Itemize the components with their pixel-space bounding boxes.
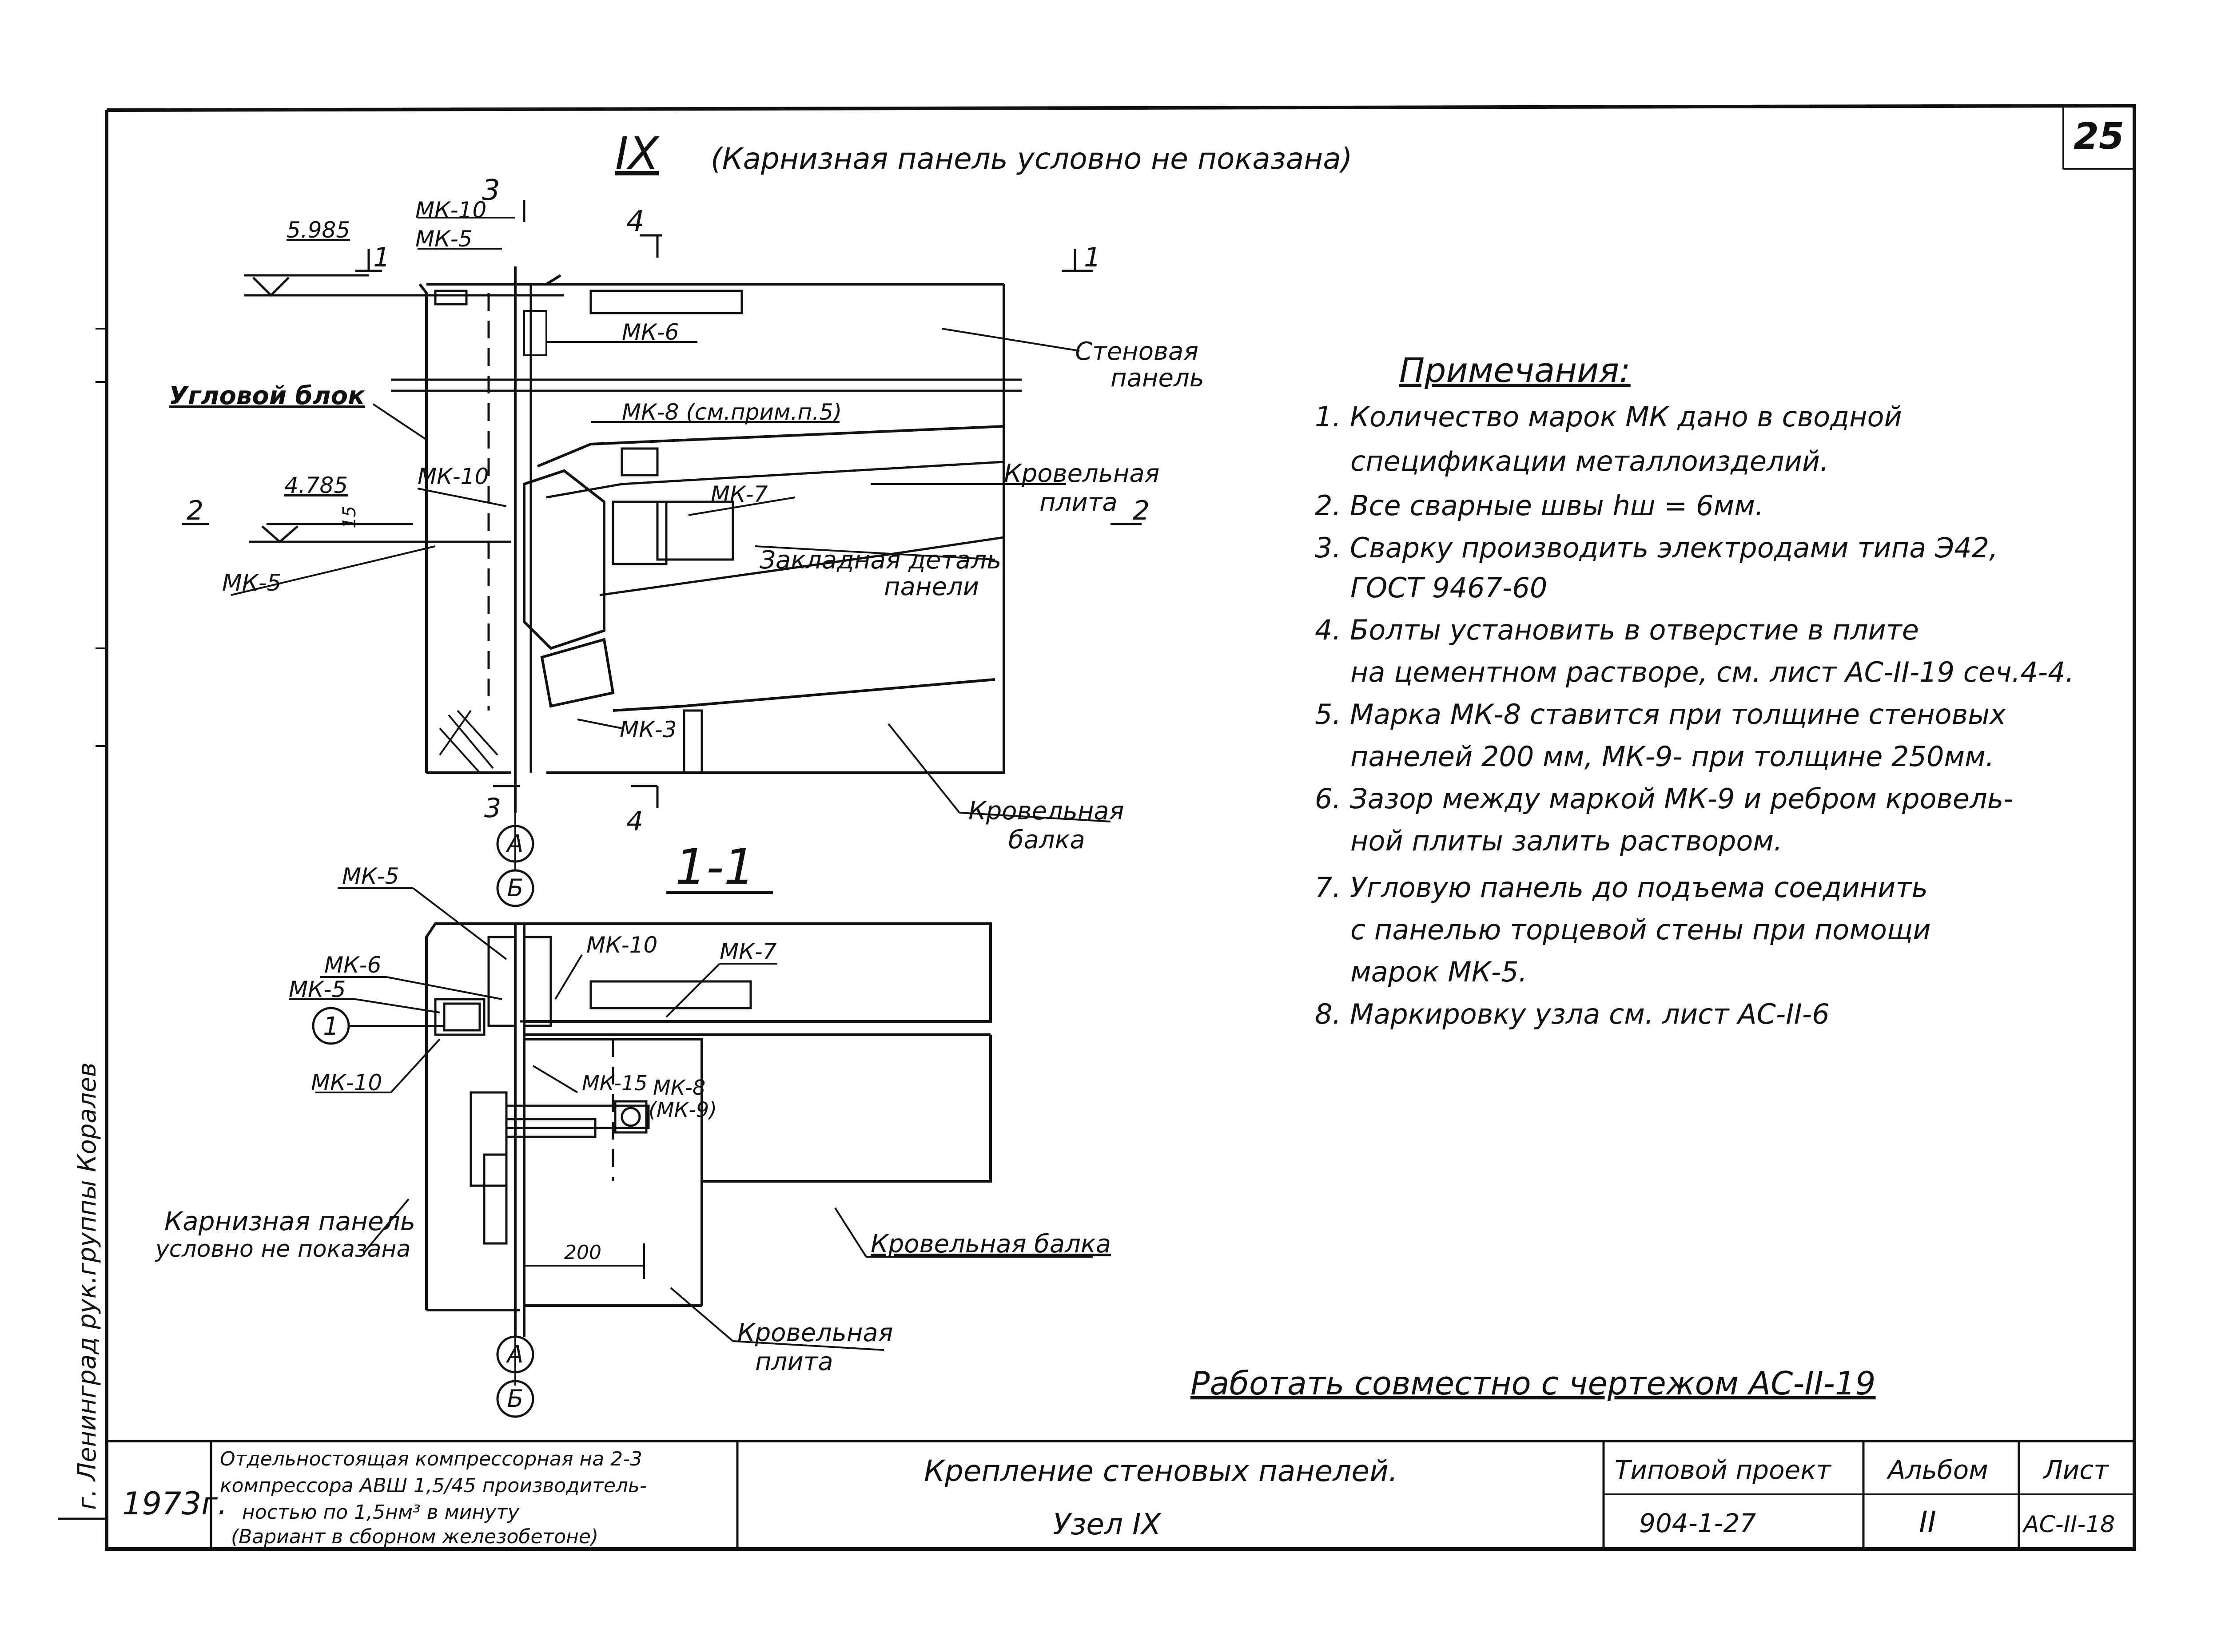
sheet-corner-number: 25 xyxy=(2074,115,2124,158)
title-year: 1973г. xyxy=(122,1485,227,1522)
note-line: ной плиты залить раствором. xyxy=(1350,825,1783,857)
axis-b-bottom: Б xyxy=(507,1385,523,1413)
label-mk5-b: МК-5 xyxy=(222,570,282,596)
elev-top: 5.985 xyxy=(287,217,350,243)
sec-label-mk5-a: МК-5 xyxy=(342,863,399,889)
note-line: марок МК-5. xyxy=(1350,956,1527,988)
note-line: на цементном растворе, см. лист АС-II-19… xyxy=(1350,656,2074,688)
section-title: 1-1 xyxy=(675,838,755,895)
section-mark-3-bottom: 3 xyxy=(484,793,501,824)
note-line: с панелью торцевой стены при помощи xyxy=(1350,913,1931,946)
typ-project-label: Типовой проект xyxy=(1615,1455,1832,1485)
album-value: II xyxy=(1919,1505,1936,1539)
dim-15: 15 xyxy=(339,506,360,528)
label-roof-beam-1: Кровельная xyxy=(968,797,1124,826)
label-corner-block: Угловой блок xyxy=(169,381,366,410)
section-mark-1-right: 1 xyxy=(1084,242,1101,273)
label-roof-slab-2: плита xyxy=(1039,488,1118,517)
section-1-1-detail xyxy=(289,887,1093,1418)
note-line: 3. Сварку производить электродами типа Э… xyxy=(1315,532,1998,564)
sec-label-mk9: (МК-9) xyxy=(649,1098,717,1122)
sec-label-mk5-b: МК-5 xyxy=(289,977,346,1002)
typ-project-value: 904-1-27 xyxy=(1639,1508,1756,1538)
view-roman-numeral: IX xyxy=(615,127,660,179)
note-line: 7. Угловую панель до подъема соединить xyxy=(1315,871,1928,904)
note-line: 2. Все сварные швы hш = 6мм. xyxy=(1315,489,1764,522)
note-line: 8. Маркировку узла см. лист АС-II-6 xyxy=(1315,998,1830,1030)
label-roof-beam-2: балка xyxy=(1008,826,1085,854)
sec-label-mk15: МК-15 xyxy=(582,1071,647,1095)
view-caption: (Карнизная панель условно не показана) xyxy=(711,142,1353,176)
note-line: 6. Зазор между маркой МК-9 и ребром кров… xyxy=(1315,782,2014,815)
title-name-line1: Крепление стеновых панелей. xyxy=(924,1454,1398,1488)
sec-label-mk8: МК-8 xyxy=(653,1076,705,1100)
label-roof-slab-1: Кровельная xyxy=(1004,459,1159,488)
label-wall-panel-1: Стеновая xyxy=(1075,337,1198,366)
label-embed-2: панели xyxy=(884,572,979,601)
label-wall-panel-2: панель xyxy=(1110,364,1204,393)
title-desc-line: (Вариант в сборном железобетоне) xyxy=(231,1525,598,1548)
work-with-note: Работать совместно с чертежом АС-II-19 xyxy=(1190,1365,1875,1402)
title-desc-line: компрессора АВШ 1,5/45 производитель- xyxy=(220,1474,647,1497)
axis-b-top: Б xyxy=(507,874,523,902)
label-mk6: МК-6 xyxy=(622,319,679,345)
notes-list: 1. Количество марок МК дано в сводной сп… xyxy=(1315,401,2074,1030)
sec-label-mk10-a: МК-10 xyxy=(586,932,657,958)
elev-mid: 4.785 xyxy=(284,473,348,498)
sheet-label: Лист xyxy=(2042,1455,2110,1485)
node-ix-detail xyxy=(182,200,1142,907)
note-line: спецификации металлоизделий. xyxy=(1350,445,1829,477)
title-desc-line: ностью по 1,5нм³ в минуту xyxy=(242,1501,520,1524)
label-mk10-b: МК-10 xyxy=(418,464,489,489)
label-embed-1: Закладная деталь xyxy=(760,546,1001,575)
sec-label-cornice-1: Карнизная панель xyxy=(164,1206,415,1236)
label-mk7: МК-7 xyxy=(711,481,768,507)
sheet-value: АС-II-18 xyxy=(2022,1511,2115,1538)
sec-label-mk6: МК-6 xyxy=(324,952,382,978)
sec-circle-1: 1 xyxy=(323,1012,339,1041)
note-line: 1. Количество марок МК дано в сводной xyxy=(1315,401,1902,433)
section-mark-2-right: 2 xyxy=(1133,495,1150,526)
title-name-line2: Узел IX xyxy=(1053,1507,1162,1541)
label-mk8-note: МК-8 (см.прим.п.5) xyxy=(622,399,842,425)
label-mk3: МК-3 xyxy=(620,717,677,743)
hatch-mark xyxy=(439,710,498,774)
notes-title: Примечания: xyxy=(1399,350,1631,390)
sec-label-roof-slab-1: Кровельная xyxy=(737,1318,893,1347)
title-block xyxy=(210,1441,2134,1549)
sec-label-mk7: МК-7 xyxy=(720,939,777,965)
side-strip-text: г. Ленинград рук.группы Коралев xyxy=(73,1062,102,1510)
section-mark-4-top: 4 xyxy=(626,205,645,238)
label-mk5-a: МК-5 xyxy=(415,226,473,252)
album-label: Альбом xyxy=(1886,1455,1988,1485)
axis-a-bottom: А xyxy=(506,1340,524,1368)
sec-label-roof-beam: Кровельная балка xyxy=(871,1230,1111,1259)
section-mark-1-left: 1 xyxy=(373,242,390,273)
section-mark-3-top: 3 xyxy=(482,174,500,207)
section-mark-4-bottom: 4 xyxy=(626,806,643,837)
title-desc-line: Отдельностоящая компрессорная на 2-3 xyxy=(220,1448,642,1470)
note-line: 4. Болты установить в отверстие в плите xyxy=(1315,614,1919,646)
axis-a-top: А xyxy=(506,830,524,858)
section-mark-2-left: 2 xyxy=(187,495,203,526)
sec-dim-200: 200 xyxy=(564,1241,601,1264)
sec-label-roof-slab-2: плита xyxy=(755,1347,833,1376)
sheet-frame xyxy=(58,103,2136,1551)
label-mk10-a: МК-10 xyxy=(415,197,486,223)
note-line: панелей 200 мм, МК-9- при толщине 250мм. xyxy=(1350,740,1994,773)
sec-label-mk10-b: МК-10 xyxy=(311,1070,382,1096)
note-line: 5. Марка МК-8 ставится при толщине стено… xyxy=(1315,698,2006,731)
note-line: ГОСТ 9467-60 xyxy=(1350,572,1547,604)
sec-label-cornice-2: условно не показана xyxy=(155,1236,410,1263)
